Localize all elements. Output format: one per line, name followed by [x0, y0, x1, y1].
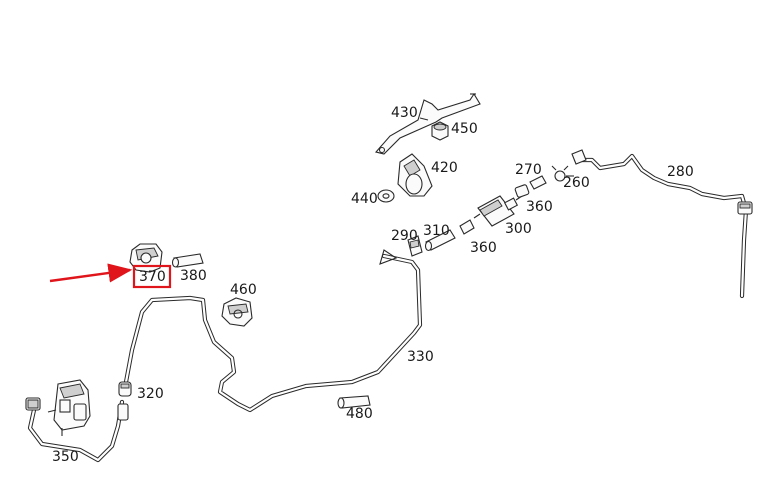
label-260: 260 [563, 175, 590, 191]
part-350-valve [47, 379, 91, 436]
label-330: 330 [407, 349, 434, 365]
pipe-280 [571, 149, 753, 299]
label-310: 310 [423, 223, 450, 239]
part-460-clip [221, 297, 253, 327]
label-360-upper: 360 [526, 199, 553, 215]
part-310-hose [424, 229, 456, 252]
label-370: 370 [139, 269, 166, 285]
part-290-coupler [407, 235, 423, 257]
label-350: 350 [52, 449, 79, 465]
part-300-filter [473, 195, 523, 227]
part-360-upper [514, 184, 530, 198]
label-430: 430 [391, 105, 418, 121]
label-420: 420 [431, 160, 458, 176]
label-320: 320 [137, 386, 164, 402]
highlight-arrow-370 [49, 263, 133, 283]
label-300: 300 [505, 221, 532, 237]
label-380: 380 [180, 268, 207, 284]
label-270: 270 [515, 162, 542, 178]
label-280: 280 [667, 164, 694, 180]
part-440-washer [377, 189, 395, 203]
label-450: 450 [451, 121, 478, 137]
leader-lines [419, 117, 574, 177]
part-270-hose [529, 175, 547, 190]
label-480: 480 [346, 406, 373, 422]
part-480-hose [337, 395, 371, 409]
label-440: 440 [351, 191, 378, 207]
part-380-hose [171, 253, 204, 268]
part-360-lower [459, 219, 475, 235]
label-360-lower: 360 [470, 240, 497, 256]
part-420-mount [397, 153, 433, 197]
part-430-bracket [374, 92, 481, 155]
highlight-box-370 [132, 264, 172, 289]
part-320 [117, 381, 132, 421]
pipe-330 [123, 249, 423, 413]
pipe-350 [25, 397, 125, 463]
label-460: 460 [230, 282, 257, 298]
label-290: 290 [391, 228, 418, 244]
part-450-nut [431, 121, 449, 141]
part-260-clamp [551, 165, 569, 182]
